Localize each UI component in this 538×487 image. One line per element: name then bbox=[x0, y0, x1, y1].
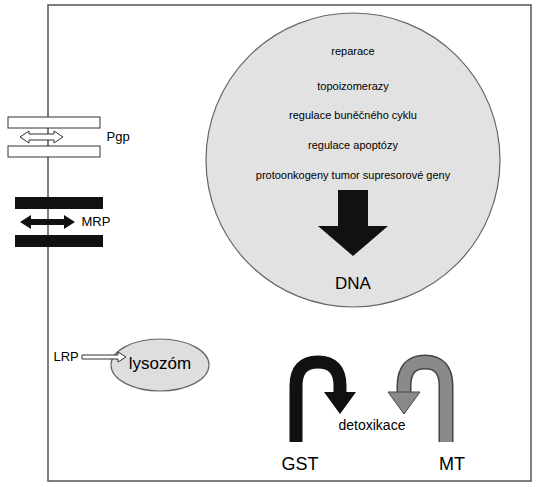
gst-arrowhead bbox=[324, 392, 356, 414]
cell-membrane bbox=[48, 5, 531, 481]
mrp-arrow bbox=[20, 215, 75, 229]
mt-arrowhead bbox=[388, 392, 420, 414]
node-shape bbox=[111, 339, 209, 391]
pgp-bar bbox=[8, 117, 100, 128]
mrp-bar bbox=[15, 235, 103, 247]
node-text: protoonkogeny tumor supresorové geny bbox=[205, 169, 501, 181]
pgp-arrow bbox=[20, 131, 63, 143]
protein-label: MT bbox=[439, 455, 465, 475]
node-text: topoizomerazy bbox=[205, 80, 501, 92]
node-text: DNA bbox=[205, 275, 501, 294]
process-label: detoxikace bbox=[339, 418, 406, 433]
transporter-label: Pgp bbox=[107, 130, 130, 144]
transporter-label: MRP bbox=[82, 215, 111, 229]
mt-arrow bbox=[404, 362, 446, 442]
nucleus-circle: reparace topoizomerazy regulace buněčného … bbox=[205, 12, 501, 308]
enzyme-label: GST bbox=[282, 455, 319, 475]
node-text: regulace buněčného cyklu bbox=[205, 109, 501, 121]
mrp-bar bbox=[15, 197, 103, 209]
node-text: reparace bbox=[205, 45, 501, 57]
dna-arrow bbox=[318, 190, 388, 256]
node-shape bbox=[206, 13, 500, 307]
pgp-bar bbox=[8, 146, 100, 157]
node-text: lysozóm bbox=[110, 355, 210, 374]
lrp-arrow bbox=[82, 352, 126, 362]
protein-label: LRP bbox=[54, 350, 79, 364]
node-text: regulace apoptózy bbox=[205, 139, 501, 151]
lysosome-ellipse: lysozóm bbox=[110, 338, 210, 392]
gst-arrow bbox=[296, 362, 340, 442]
mt-arrow-outline bbox=[404, 362, 446, 442]
